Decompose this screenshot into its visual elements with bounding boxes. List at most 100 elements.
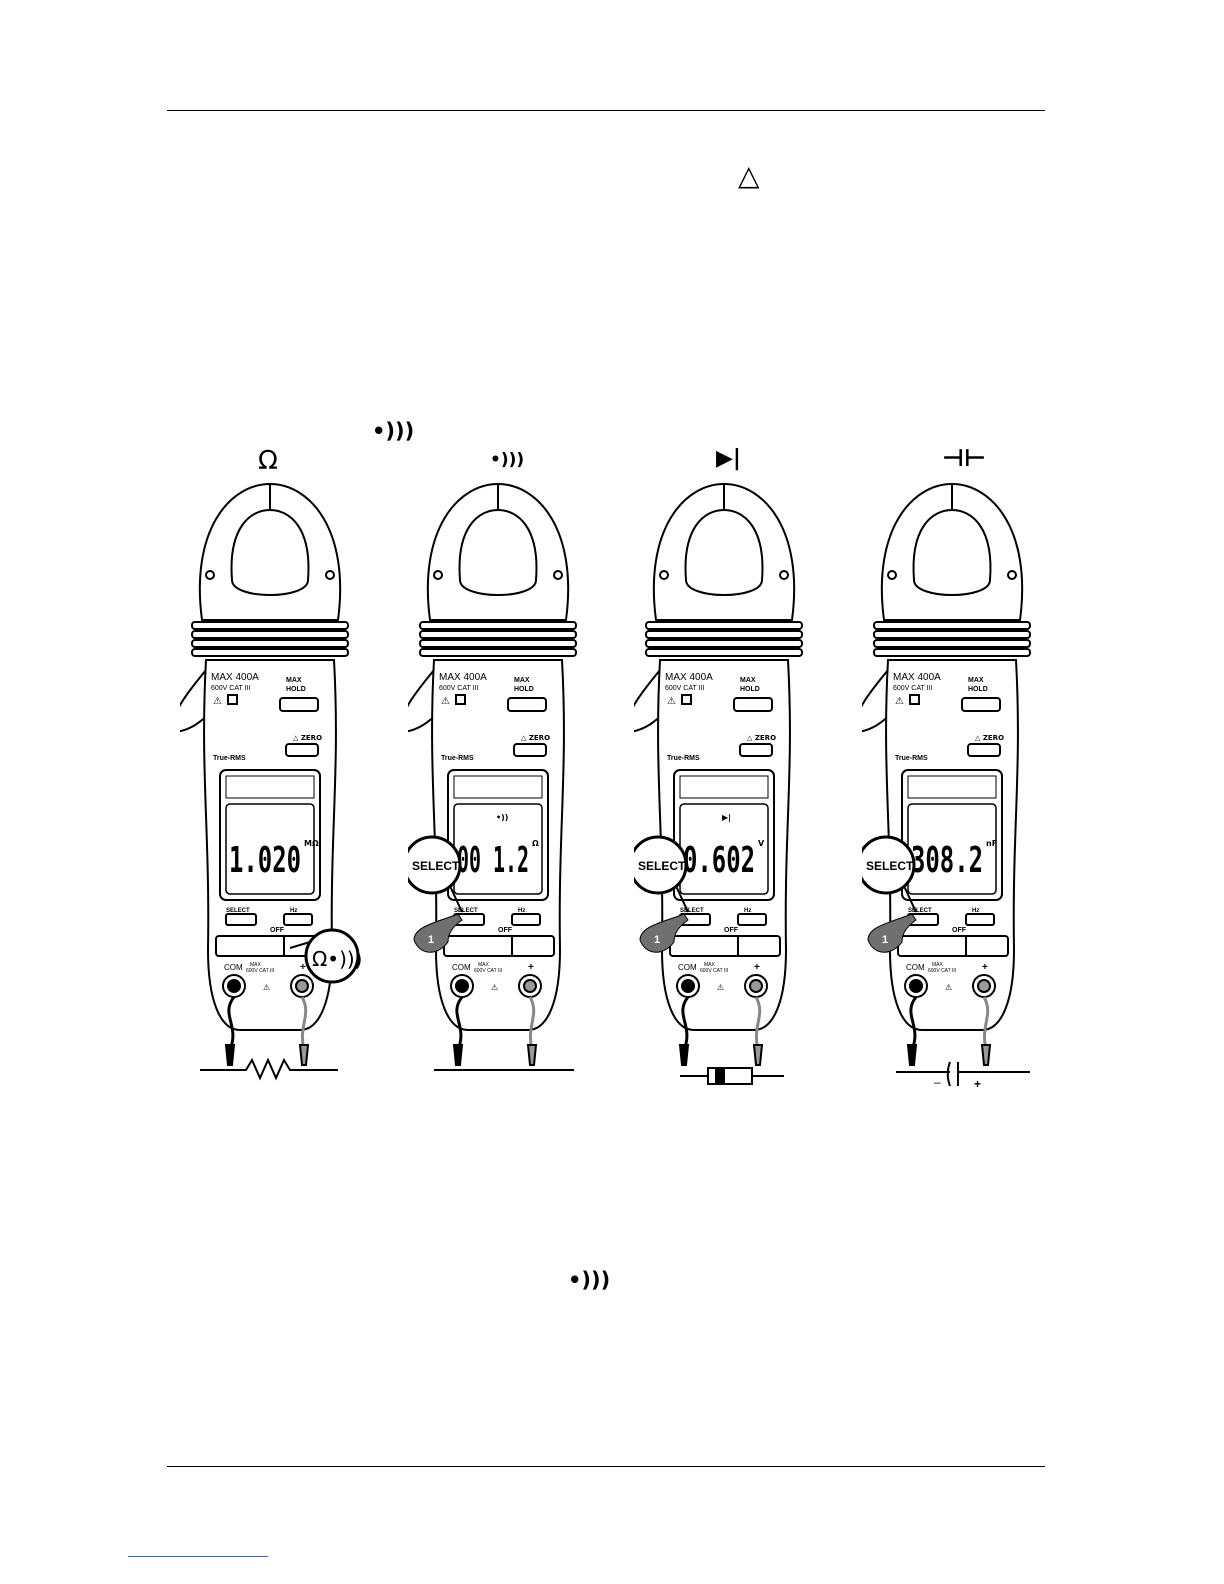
cat-small-label: 600V CAT III bbox=[474, 968, 502, 974]
step-number-label: 1 bbox=[882, 934, 888, 946]
hz-button bbox=[283, 913, 313, 926]
maxhold-button bbox=[961, 697, 1001, 712]
black-probe bbox=[678, 1044, 690, 1066]
trigger bbox=[862, 669, 891, 733]
com-plug bbox=[455, 979, 469, 993]
lcd-reading: 00 1.2 bbox=[457, 840, 529, 881]
plus-plug bbox=[523, 979, 537, 993]
trigger bbox=[634, 669, 663, 733]
pointing-finger-icon bbox=[639, 913, 689, 953]
pointing-finger-icon bbox=[867, 913, 917, 953]
capacitor-plus-label: + bbox=[974, 1077, 981, 1090]
jaw-opening bbox=[912, 508, 992, 596]
select-label: SELECT bbox=[680, 908, 704, 914]
grip-rib bbox=[645, 639, 803, 648]
lcd-reading: 0.602 bbox=[683, 840, 755, 881]
screw-left-icon bbox=[887, 570, 897, 580]
jaw-opening bbox=[458, 508, 538, 596]
cat-rating-label: 600V CAT III bbox=[893, 685, 932, 692]
pointing-finger-icon bbox=[413, 913, 463, 953]
meter-body bbox=[180, 482, 360, 1081]
red-probe bbox=[526, 1044, 538, 1066]
plus-plug bbox=[295, 979, 309, 993]
plus-plug bbox=[977, 979, 991, 993]
maxhold-label-2: HOLD bbox=[740, 686, 760, 693]
plus-label: + bbox=[754, 962, 760, 973]
callout-pointer bbox=[289, 941, 311, 949]
true-rms-label: True-RMS bbox=[895, 755, 928, 762]
maxhold-button bbox=[507, 697, 547, 712]
header-rule bbox=[167, 110, 1045, 111]
grip-rib bbox=[419, 621, 577, 630]
model-label: MAX 400A bbox=[211, 672, 259, 683]
callout-pointer bbox=[903, 885, 917, 913]
select-label: SELECT bbox=[226, 908, 250, 914]
cat-rating-label: 600V CAT III bbox=[211, 685, 250, 692]
black-lead bbox=[909, 996, 918, 1051]
grip-rib bbox=[873, 648, 1031, 657]
capacitor-plate-curved bbox=[946, 1061, 951, 1087]
lcd-reading: 1.020 bbox=[229, 840, 301, 881]
cat-small-label: 600V CAT III bbox=[928, 968, 956, 974]
black-probe bbox=[452, 1044, 464, 1066]
meter-body bbox=[634, 482, 803, 1085]
panel-header-continuity: •))) bbox=[490, 450, 525, 470]
jack-warning-icon: ⚠ bbox=[491, 983, 498, 992]
com-label: COM bbox=[906, 963, 925, 972]
black-lead bbox=[227, 996, 236, 1051]
screw-left-icon bbox=[659, 570, 669, 580]
mode-callout-circle bbox=[304, 928, 360, 984]
warning-icon: ⚠ bbox=[895, 696, 904, 707]
off-label: OFF bbox=[952, 927, 967, 934]
rotary-switch bbox=[669, 935, 781, 957]
com-plug bbox=[227, 979, 241, 993]
warning-icon: ⚠ bbox=[667, 696, 676, 707]
zero-button bbox=[513, 743, 547, 757]
zero-label: △ ZERO bbox=[747, 734, 776, 742]
screw-right-icon bbox=[553, 570, 563, 580]
panel-header-resistance: Ω bbox=[258, 446, 278, 476]
hz-label: Hz bbox=[290, 908, 297, 914]
zero-label: △ ZERO bbox=[975, 734, 1004, 742]
lcd-unit: Ω bbox=[532, 839, 539, 848]
capacitor-minus-label: – bbox=[934, 1075, 941, 1089]
diode-band bbox=[715, 1067, 725, 1085]
select-callout-label: SELECT bbox=[638, 859, 686, 873]
grip-rib bbox=[191, 648, 349, 657]
cat-small-label: 600V CAT III bbox=[246, 968, 274, 974]
red-probe bbox=[980, 1044, 992, 1066]
grip-rib bbox=[873, 630, 1031, 639]
select-callout-circle bbox=[862, 835, 916, 895]
footer-link-underline[interactable] bbox=[128, 1556, 268, 1557]
lcd-mode-indicator: ▶| bbox=[722, 813, 731, 822]
select-callout-label: SELECT bbox=[866, 859, 914, 873]
lcd-mode-indicator: •)) bbox=[496, 813, 508, 822]
continuity-icon: •))) bbox=[372, 419, 415, 443]
jaw-opening bbox=[230, 508, 310, 596]
off-label: OFF bbox=[498, 927, 513, 934]
zero-button bbox=[739, 743, 773, 757]
com-label: COM bbox=[678, 963, 697, 972]
screw-right-icon bbox=[779, 570, 789, 580]
plus-label: + bbox=[300, 962, 306, 973]
step-number-label: 1 bbox=[428, 934, 434, 946]
meter-body bbox=[408, 482, 577, 1071]
select-callout-label: SELECT bbox=[412, 859, 460, 873]
double-insulation-icon bbox=[909, 694, 920, 705]
cat-small-label: 600V CAT III bbox=[700, 968, 728, 974]
select-button bbox=[225, 913, 257, 926]
red-probe bbox=[752, 1044, 764, 1066]
double-insulation-icon bbox=[681, 694, 692, 705]
lcd-unit: V bbox=[758, 839, 765, 848]
grip-rib bbox=[419, 639, 577, 648]
model-label: MAX 400A bbox=[893, 672, 941, 683]
continuity-icon-bottom: •))) bbox=[568, 1268, 611, 1292]
black-probe bbox=[224, 1044, 236, 1066]
